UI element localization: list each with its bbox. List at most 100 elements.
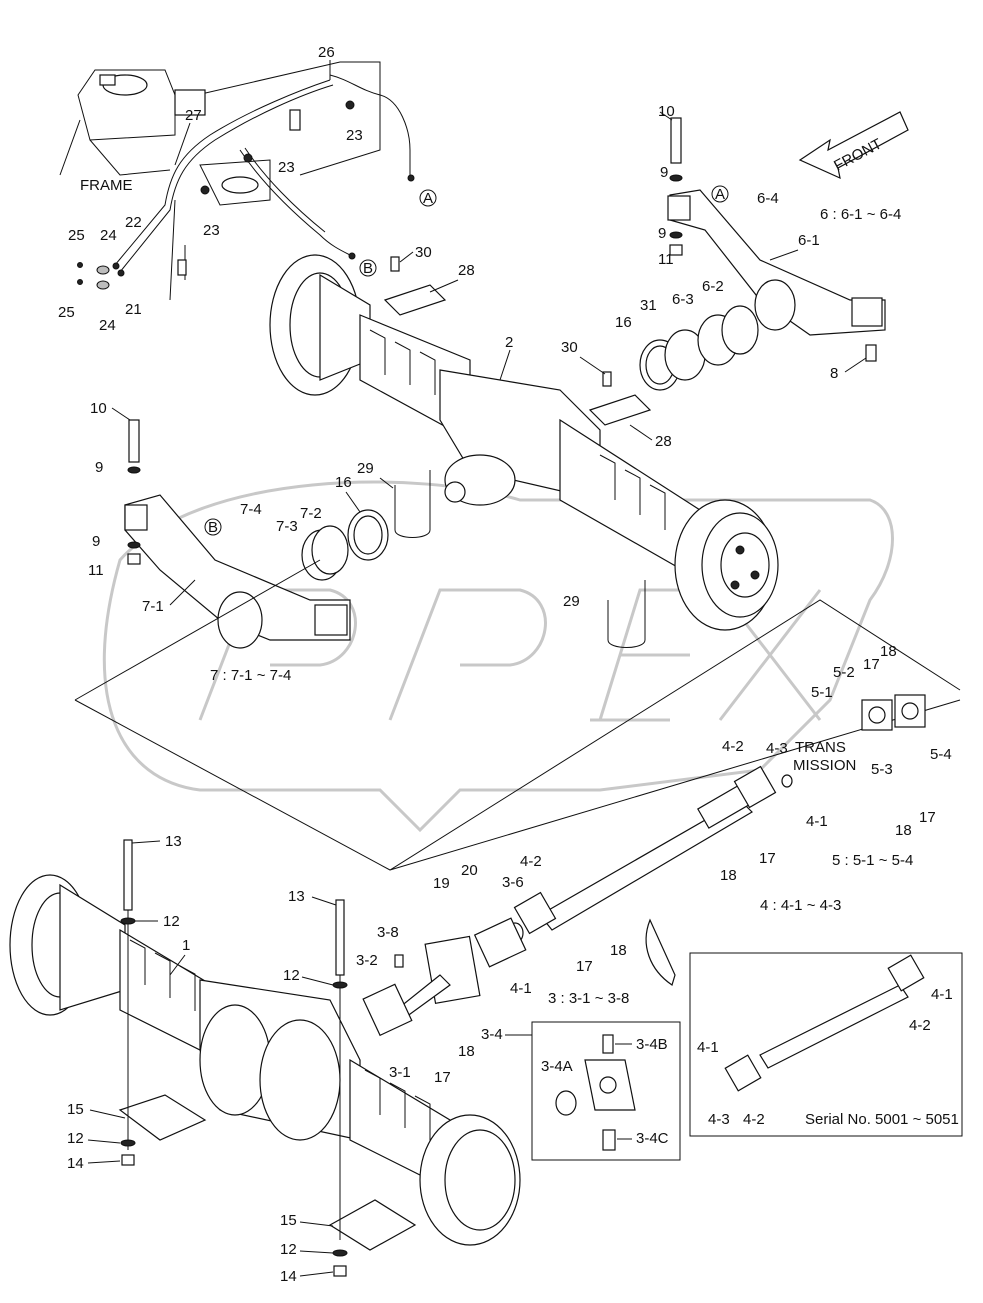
callout-15-left: 15 (67, 1101, 84, 1118)
callout-4-1-upper: 4-1 (806, 813, 828, 830)
flange-3-assembly (362, 917, 527, 1037)
callout-7-3: 7-3 (276, 518, 298, 535)
callout-20: 20 (461, 862, 478, 879)
nut-11-lower (127, 553, 141, 565)
callout-12-a: 12 (163, 913, 180, 930)
label-group-3: 3 : 3-1 ~ 3-8 (548, 990, 629, 1007)
inset-3-4-parts (555, 1034, 636, 1151)
bolt-30-a (390, 256, 400, 272)
callout-17-bottom: 17 (434, 1069, 451, 1086)
watermark-logo (102, 480, 894, 833)
callout-4-1-inset-b: 4-1 (697, 1039, 719, 1056)
callout-7-2: 7-2 (300, 505, 322, 522)
label-group-5: 5 : 5-1 ~ 5-4 (832, 852, 913, 869)
callout-7-1: 7-1 (142, 598, 164, 615)
front-axle-assembly (9, 874, 521, 1246)
callout-12-c: 12 (67, 1130, 84, 1147)
callout-a-upper-text: A (423, 190, 433, 207)
callout-6-1: 6-1 (798, 232, 820, 249)
callout-12-d: 12 (280, 1241, 297, 1258)
bracket-6-1 (667, 189, 886, 362)
callout-9-lower-b: 9 (92, 533, 100, 550)
washer-12-b (332, 981, 348, 989)
callout-16-upper: 16 (615, 314, 632, 331)
callout-13-right: 13 (288, 888, 305, 905)
callout-5-3: 5-3 (871, 761, 893, 778)
callout-31: 31 (640, 297, 657, 314)
washer-9-upper-b (669, 231, 683, 239)
callout-6-3: 6-3 (672, 291, 694, 308)
callout-4-2-lower: 4-2 (520, 853, 542, 870)
label-group-7: 7 : 7-1 ~ 7-4 (210, 667, 291, 684)
washer-9-lower (127, 466, 141, 474)
callout-4-3-upper: 4-3 (766, 740, 788, 757)
callout-4-2-inset-b: 4-2 (743, 1111, 765, 1128)
bolt-10-lower (128, 419, 140, 463)
callout-13-left: 13 (165, 833, 182, 850)
callout-29-a: 29 (357, 460, 374, 477)
callout-4-3-inset: 4-3 (708, 1111, 730, 1128)
inset-serial-box (689, 952, 963, 1137)
front-arrow (798, 111, 909, 180)
label-transmission-1: TRANS (795, 739, 846, 756)
callout-14-right: 14 (280, 1268, 297, 1285)
callout-9-upper-b: 9 (658, 225, 666, 242)
driveshaft-assembly (506, 765, 793, 944)
callout-23-a: 23 (346, 127, 363, 144)
callout-b-bracket-text: B (208, 519, 218, 536)
callout-8: 8 (830, 365, 838, 382)
nut-14-a (121, 1154, 135, 1166)
callout-23-c: 23 (203, 222, 220, 239)
callout-2: 2 (505, 334, 513, 351)
inset-serial-driveshaft (724, 954, 925, 1092)
label-transmission-2: MISSION (793, 757, 856, 774)
bolt-10-upper (670, 117, 682, 164)
callout-4-2-upper: 4-2 (722, 738, 744, 755)
rear-axle-assembly (269, 254, 779, 631)
callout-15-right: 15 (280, 1212, 297, 1229)
callout-3-4c: 3-4C (636, 1130, 669, 1147)
callout-28-b: 28 (655, 433, 672, 450)
callout-4-1-lower: 4-1 (510, 980, 532, 997)
callout-4-1-inset-a: 4-1 (931, 986, 953, 1003)
callout-a-upper (419, 189, 437, 207)
washer-9-lower-b (127, 541, 141, 549)
callout-21: 21 (125, 301, 142, 318)
bracket-7-1 (124, 494, 351, 649)
callout-24-a: 24 (100, 227, 117, 244)
callout-a-bracket-text: A (715, 186, 725, 203)
callout-3-8: 3-8 (377, 924, 399, 941)
housing-ribs-rear (369, 329, 666, 530)
callout-22: 22 (125, 214, 142, 231)
callout-5-1: 5-1 (811, 684, 833, 701)
washer-12-d (332, 1249, 348, 1257)
callout-19: 19 (433, 875, 450, 892)
housing-ribs-front (129, 939, 431, 1141)
callout-a-bracket (711, 185, 729, 203)
plate-15-left (118, 1094, 207, 1141)
callout-b-bracket (204, 518, 222, 536)
callout-28-a: 28 (458, 262, 475, 279)
callout-30-b: 30 (561, 339, 578, 356)
nut-11-upper (669, 244, 683, 256)
callout-26: 26 (318, 44, 335, 61)
inset-pointer-arrow (645, 918, 676, 986)
callout-10-upper: 10 (658, 103, 675, 120)
label-frame: FRAME (80, 177, 133, 194)
seal-stack-left (301, 509, 389, 581)
hydraulic-lines (77, 74, 415, 290)
callout-9-lower: 9 (95, 459, 103, 476)
callout-5-4: 5-4 (930, 746, 952, 763)
plate-15-right (328, 1199, 417, 1251)
callout-23-b: 23 (278, 159, 295, 176)
frame-assembly (59, 61, 381, 301)
callout-17-upper: 17 (863, 656, 880, 673)
callout-17-lower: 17 (576, 958, 593, 975)
callout-6-4: 6-4 (757, 190, 779, 207)
callout-25-b: 25 (58, 304, 75, 321)
yoke-5-assembly (861, 694, 926, 731)
callout-18-upper: 18 (880, 643, 897, 660)
callout-24-b: 24 (99, 317, 116, 334)
callout-b-upper (359, 259, 377, 277)
